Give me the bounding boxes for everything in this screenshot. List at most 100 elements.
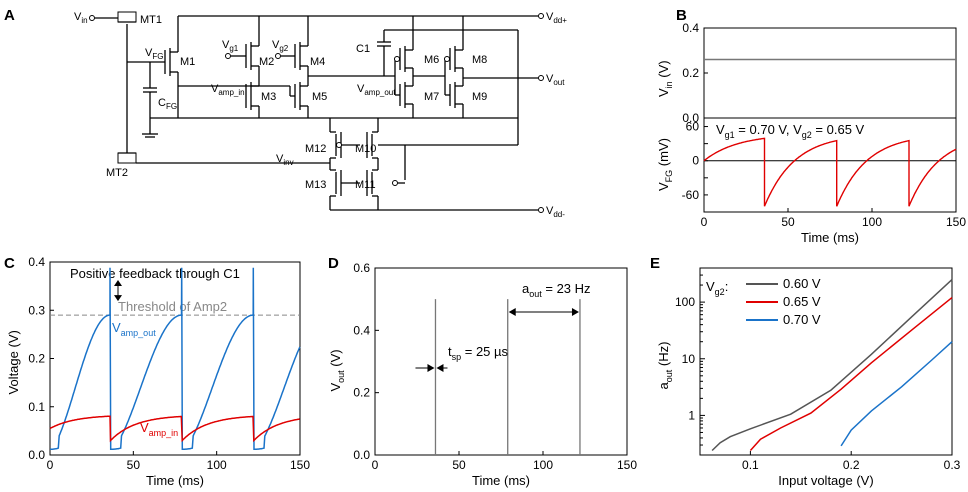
x-tick-label: 50 (452, 458, 466, 472)
y-tick-label: 0.4 (682, 21, 699, 35)
x-tick-label: 150 (946, 215, 966, 229)
vg2-label: Vg2 (272, 39, 289, 53)
arrow-head (114, 295, 122, 302)
vin-terminal (89, 15, 95, 21)
x-tick-label: 100 (207, 458, 227, 472)
x-tick-label: 0.2 (843, 458, 860, 472)
arrow-head (114, 280, 122, 286)
y-axis-label: Vout (V) (328, 349, 346, 391)
mt2-label: MT2 (106, 167, 128, 179)
arrow-head (571, 308, 579, 316)
arrow-head (427, 364, 435, 372)
transistor-m7: M7 (395, 68, 439, 118)
y-tick-label: 0 (692, 154, 699, 168)
transistor-m2: M2 (231, 16, 274, 86)
transistor-m5: M5 (289, 82, 327, 118)
vg1-label: Vg1 (222, 39, 239, 53)
x-axis-label: Time (ms) (801, 230, 859, 245)
y-tick-label: 0.2 (28, 352, 45, 366)
arrow-head (436, 364, 444, 372)
y-tick-label: 0.2 (353, 386, 370, 400)
y-tick-label: 0.0 (353, 448, 370, 462)
c1-label: C1 (356, 43, 370, 55)
threshold-label: Threshold of Amp2 (118, 299, 227, 314)
legend-amp-in: Vamp_in (140, 420, 178, 438)
feedback-label: Positive feedback through C1 (70, 266, 240, 281)
series-vfg (703, 137, 957, 207)
x-tick-label: 100 (862, 215, 882, 229)
mt1-label: MT1 (140, 14, 162, 26)
vdd-minus-label: Vdd- (546, 205, 565, 219)
y-axis-label: Vin (V) (656, 60, 674, 97)
y-tick-label: 0.0 (682, 111, 699, 125)
svg-text:M7: M7 (424, 91, 439, 103)
y-tick-label: 0.4 (28, 255, 45, 269)
svg-text:M6: M6 (424, 54, 439, 66)
legend-entry: 0.70 V (783, 312, 821, 327)
svg-text:M9: M9 (472, 91, 487, 103)
vamp-out-label: Vamp_out (357, 83, 396, 97)
vdd-plus-label: Vdd+ (546, 11, 567, 25)
y-tick-label: 0.2 (682, 66, 699, 80)
vg1-terminal (225, 53, 231, 59)
arrow-head (508, 308, 516, 316)
y-tick-label: -60 (682, 188, 700, 202)
aout-label: aout = 23 Hz (522, 281, 591, 299)
series-line (711, 279, 953, 452)
y-tick-label: 0.3 (28, 303, 45, 317)
plot-frame (49, 261, 301, 456)
series-line (749, 297, 953, 451)
svg-text:M5: M5 (312, 91, 327, 103)
y-tick-label: 0.0 (28, 448, 45, 462)
x-tick-label: 50 (127, 458, 141, 472)
svg-text:M11: M11 (355, 179, 376, 191)
vout-terminal (538, 75, 544, 81)
legend-title: Vg2: (706, 279, 728, 297)
cfg-label: CFG (158, 97, 177, 111)
y-axis-label: aout (Hz) (656, 342, 674, 390)
transistor-m10: M10 (355, 131, 378, 159)
x-tick-label: 0 (372, 458, 379, 472)
svg-text:M4: M4 (310, 56, 325, 68)
x-tick-label: 0.3 (944, 458, 961, 472)
vamp-in-label: Vamp_in (211, 83, 245, 97)
panel-a-circuit: A Vin MT1 MT2 VFG CFG Vdd+ (4, 7, 567, 219)
svg-text:M3: M3 (261, 91, 276, 103)
y-tick-label: 1 (688, 408, 695, 422)
x-tick-label: 0.1 (742, 458, 759, 472)
transistor-m8: M8 (444, 16, 487, 95)
tsp-label: tsp = 25 µs (448, 344, 509, 362)
plot-frame (699, 267, 953, 456)
svg-text:M2: M2 (259, 56, 274, 68)
y-axis-label: Voltage (V) (6, 330, 21, 394)
y-tick-label: 10 (682, 352, 696, 366)
svg-text:M10: M10 (355, 143, 376, 155)
x-axis-label: Input voltage (V) (778, 473, 873, 488)
vfg-label: VFG (145, 47, 163, 61)
transistor-m12: M12 (305, 131, 342, 159)
y-tick-label: 100 (675, 295, 695, 309)
y-axis-label: VFG (mV) (656, 138, 674, 191)
transistor-m11: M11 (355, 169, 398, 197)
panel-label-e: E (650, 255, 660, 272)
vin-label: Vin (74, 11, 88, 25)
mt1-capacitor (117, 11, 137, 23)
vdd-minus-terminal (538, 207, 544, 213)
svg-text:M8: M8 (472, 54, 487, 66)
annotation-vg: Vg1 = 0.70 V, Vg2 = 0.65 V (716, 122, 865, 140)
transistor-m13: M13 (305, 169, 342, 197)
y-tick-label: 0.4 (353, 323, 370, 337)
series-amp-out (50, 267, 301, 450)
panel-label-d: D (328, 255, 339, 272)
panel-label-b: B (676, 7, 687, 24)
vout-label: Vout (546, 73, 565, 87)
